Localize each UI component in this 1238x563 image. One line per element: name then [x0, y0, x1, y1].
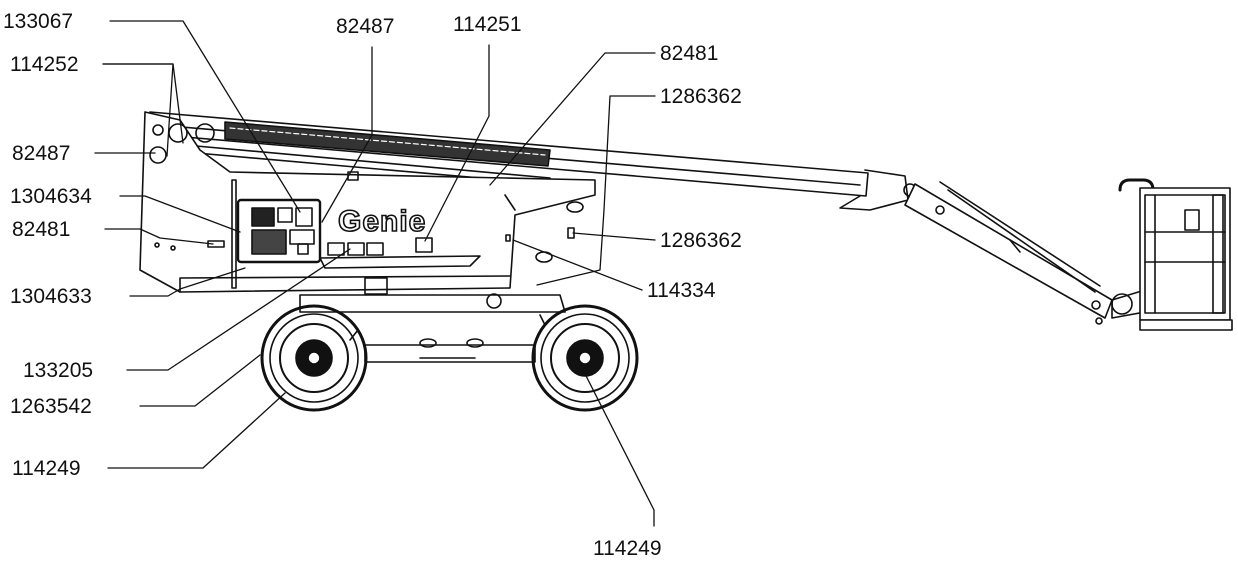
callout-1263542: 1263542: [10, 395, 92, 418]
callout-114249-bottom: 114249: [593, 537, 662, 560]
callout-114334: 114334: [647, 279, 716, 302]
callout-114249-left: 114249: [12, 457, 81, 480]
callout-133205: 133205: [23, 359, 94, 382]
callout-1286362-top: 1286362: [660, 85, 742, 108]
leader-lines: [94, 20, 656, 527]
callout-114252: 114252: [10, 53, 79, 76]
ground-control-panel: [236, 198, 322, 264]
left-wheel: [260, 304, 368, 412]
jib-boom: [904, 181, 1113, 325]
callout-1304633: 1304633: [10, 285, 92, 308]
callout-114251: 114251: [453, 13, 522, 36]
right-wheel: [531, 304, 639, 412]
callout-133067: 133067: [3, 10, 74, 33]
callout-82487-top: 82487: [336, 15, 395, 38]
callout-82487-left: 82487: [12, 142, 71, 165]
platform-basket: [1111, 178, 1233, 331]
genie-wordmark: Genie: [337, 205, 427, 238]
callout-82481-left: 82481: [12, 218, 71, 241]
callout-82481-top: 82481: [660, 42, 719, 65]
callout-1286362-mid: 1286362: [660, 229, 742, 252]
callout-1304634: 1304634: [10, 185, 92, 208]
chassis: [299, 277, 566, 363]
